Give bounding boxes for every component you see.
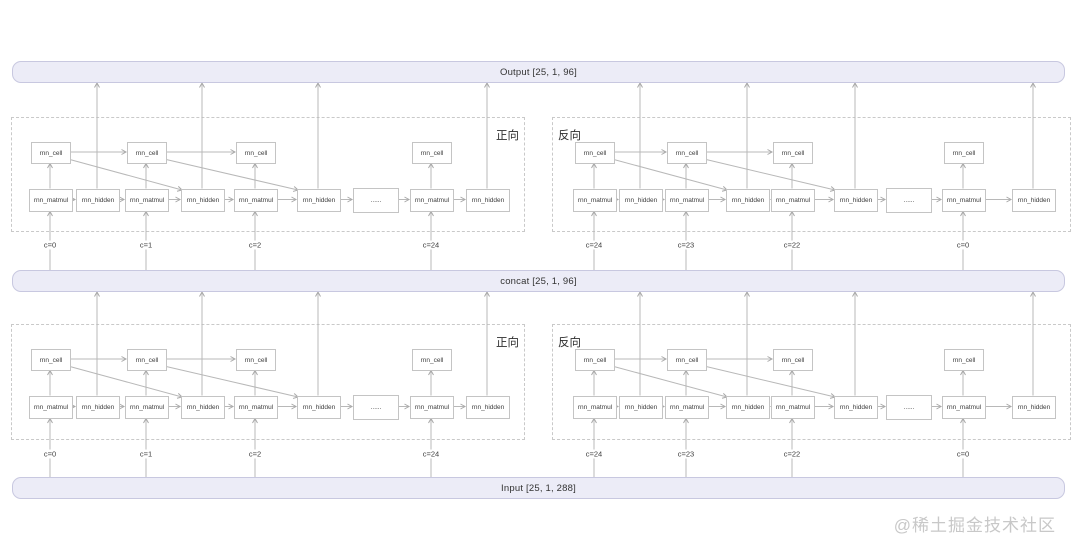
rnn-matmul-node: rnn_matmul	[29, 396, 73, 419]
time-step-label: c=24	[583, 240, 605, 250]
output-bar: Output [25, 1, 96]	[12, 61, 1065, 83]
rnn-hidden-node: rnn_hidden	[1012, 396, 1056, 419]
time-step-label: c=24	[420, 449, 442, 459]
rnn-matmul-node: rnn_matmul	[410, 396, 454, 419]
rnn-hidden-node: rnn_hidden	[181, 396, 225, 419]
direction-label-forward: 正向	[496, 337, 519, 349]
time-step-label: c=24	[420, 240, 442, 250]
rnn-matmul-node: rnn_matmul	[771, 396, 815, 419]
rnn-hidden-node: rnn_hidden	[619, 396, 663, 419]
rnn-cell-node: rnn_cell	[773, 142, 813, 164]
rnn-cell-node: rnn_cell	[667, 142, 707, 164]
direction-label-backward: 反向	[558, 337, 581, 349]
time-step-label: c=2	[246, 449, 264, 459]
rnn-hidden-node: rnn_hidden	[619, 189, 663, 212]
rnn-cell-node: rnn_cell	[944, 349, 984, 371]
rnn-hidden-node: rnn_hidden	[834, 396, 878, 419]
rnn-cell-node: rnn_cell	[31, 349, 71, 371]
rnn-hidden-node: rnn_hidden	[297, 396, 341, 419]
time-step-label: c=22	[781, 449, 803, 459]
time-step-label: c=23	[675, 449, 697, 459]
rnn-hidden-node: rnn_hidden	[466, 396, 510, 419]
rnn-hidden-node: rnn_hidden	[834, 189, 878, 212]
rnn-matmul-node: rnn_matmul	[573, 189, 617, 212]
direction-label-forward: 正向	[496, 130, 519, 142]
time-step-label: c=1	[137, 240, 155, 250]
rnn-cell-node: rnn_cell	[412, 349, 452, 371]
direction-label-backward: 反向	[558, 130, 581, 142]
ellipsis-node: ......	[353, 395, 399, 420]
rnn-cell-node: rnn_cell	[127, 142, 167, 164]
rnn-hidden-node: rnn_hidden	[297, 189, 341, 212]
time-step-label: c=0	[954, 240, 972, 250]
time-step-label: c=0	[41, 449, 59, 459]
rnn-matmul-node: rnn_matmul	[234, 396, 278, 419]
rnn-matmul-node: rnn_matmul	[573, 396, 617, 419]
rnn-cell-node: rnn_cell	[127, 349, 167, 371]
rnn-cell-node: rnn_cell	[575, 142, 615, 164]
rnn-matmul-node: rnn_matmul	[942, 396, 986, 419]
rnn-matmul-node: rnn_matmul	[125, 189, 169, 212]
time-step-label: c=1	[137, 449, 155, 459]
time-step-label: c=23	[675, 240, 697, 250]
time-step-label: c=24	[583, 449, 605, 459]
time-step-label: c=22	[781, 240, 803, 250]
rnn-matmul-node: rnn_matmul	[665, 396, 709, 419]
rnn-hidden-node: rnn_hidden	[76, 189, 120, 212]
region-box-forward	[11, 324, 525, 440]
time-step-label: c=2	[246, 240, 264, 250]
rnn-cell-node: rnn_cell	[412, 142, 452, 164]
region-box-backward	[552, 117, 1071, 232]
rnn-cell-node: rnn_cell	[773, 349, 813, 371]
ellipsis-node: ......	[886, 188, 932, 213]
ellipsis-node: ......	[886, 395, 932, 420]
rnn-hidden-node: rnn_hidden	[181, 189, 225, 212]
rnn-hidden-node: rnn_hidden	[726, 189, 770, 212]
rnn-cell-node: rnn_cell	[944, 142, 984, 164]
rnn-hidden-node: rnn_hidden	[1012, 189, 1056, 212]
rnn-matmul-node: rnn_matmul	[410, 189, 454, 212]
rnn-hidden-node: rnn_hidden	[76, 396, 120, 419]
watermark: @稀土掘金技术社区	[893, 516, 1056, 535]
rnn-matmul-node: rnn_matmul	[771, 189, 815, 212]
input-bar: Input [25, 1, 288]	[12, 477, 1065, 499]
time-step-label: c=0	[954, 449, 972, 459]
rnn-matmul-node: rnn_matmul	[234, 189, 278, 212]
rnn-hidden-node: rnn_hidden	[726, 396, 770, 419]
rnn-matmul-node: rnn_matmul	[29, 189, 73, 212]
region-box-backward	[552, 324, 1071, 440]
concat-bar: concat [25, 1, 96]	[12, 270, 1065, 292]
rnn-cell-node: rnn_cell	[236, 349, 276, 371]
ellipsis-node: ......	[353, 188, 399, 213]
rnn-hidden-node: rnn_hidden	[466, 189, 510, 212]
time-step-label: c=0	[41, 240, 59, 250]
rnn-matmul-node: rnn_matmul	[665, 189, 709, 212]
rnn-cell-node: rnn_cell	[236, 142, 276, 164]
rnn-matmul-node: rnn_matmul	[942, 189, 986, 212]
rnn-cell-node: rnn_cell	[575, 349, 615, 371]
rnn-matmul-node: rnn_matmul	[125, 396, 169, 419]
region-box-forward	[11, 117, 525, 232]
rnn-cell-node: rnn_cell	[667, 349, 707, 371]
rnn-cell-node: rnn_cell	[31, 142, 71, 164]
